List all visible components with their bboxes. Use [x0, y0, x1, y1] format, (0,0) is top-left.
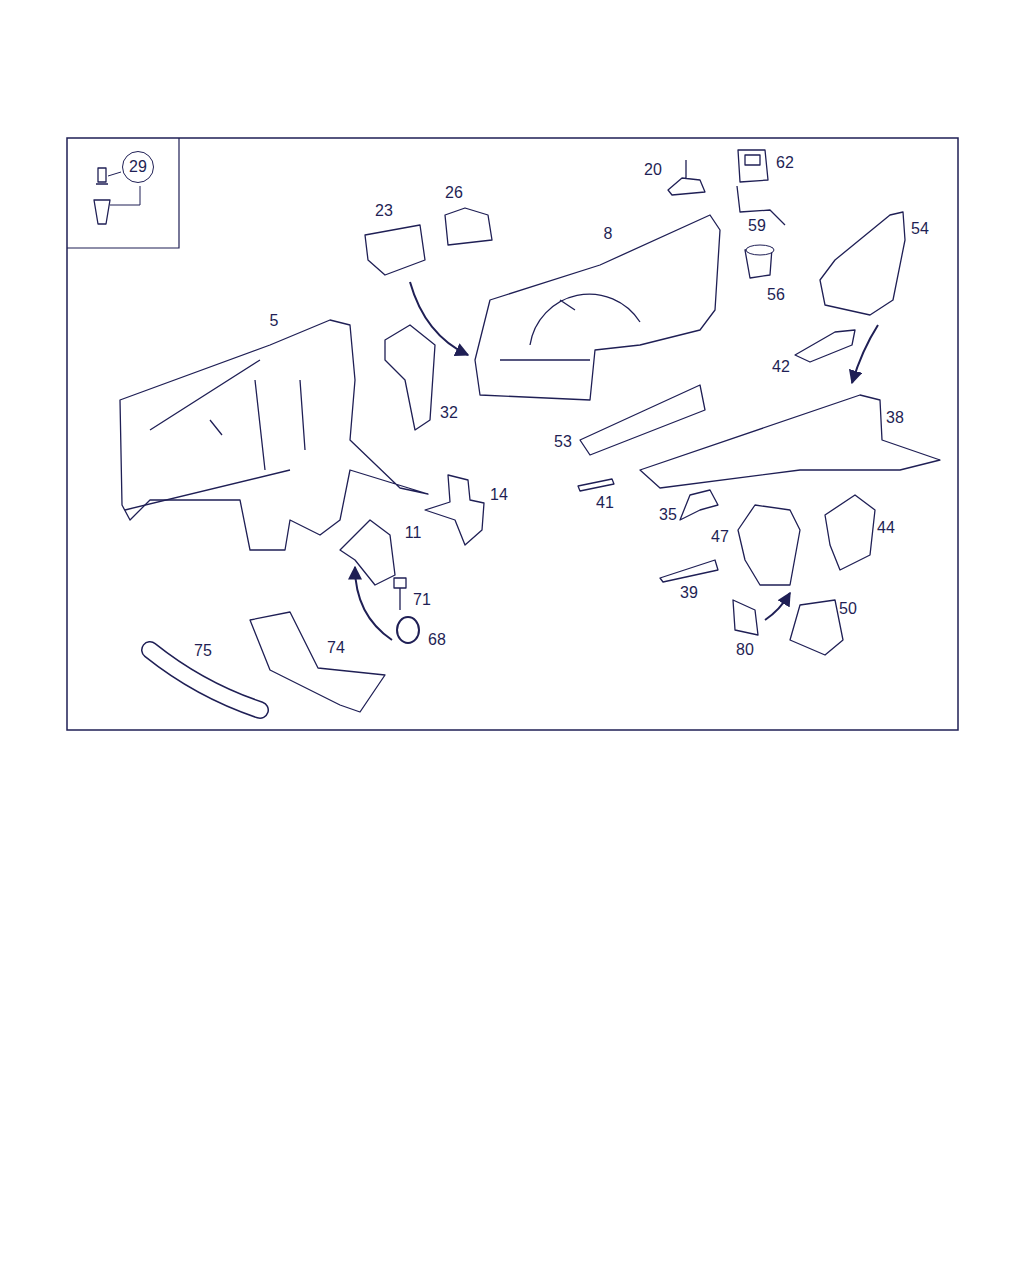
callout-number: 11 — [405, 524, 422, 542]
callout-number: 74 — [327, 639, 345, 657]
part-39 — [660, 560, 718, 582]
callout-number: 14 — [490, 486, 508, 504]
front-structure-detail — [125, 360, 305, 510]
part-53 — [580, 385, 705, 455]
part-71 — [394, 578, 406, 610]
part-62 — [738, 150, 768, 182]
part-50 — [790, 600, 843, 655]
callout-number: 32 — [440, 404, 458, 422]
callout-number: 35 — [659, 506, 677, 524]
callout-number: 38 — [886, 409, 904, 427]
callout-number: 53 — [554, 433, 572, 451]
assembly-arrow — [852, 325, 878, 383]
wheelhouse-detail — [500, 294, 640, 360]
assembly-arrow — [410, 282, 468, 355]
callout-number: 62 — [776, 154, 794, 172]
callout-number: 75 — [194, 642, 212, 660]
callout-number: 54 — [911, 220, 929, 238]
callout-number: 8 — [604, 225, 613, 243]
assembly-arrow — [355, 567, 392, 640]
part-41 — [578, 479, 614, 491]
part-74 — [250, 612, 385, 712]
assembly-arrow — [765, 593, 790, 620]
callout-number: 47 — [711, 528, 729, 546]
callout-number: 56 — [767, 286, 785, 304]
part-26 — [445, 208, 492, 245]
wheelhouse-panel — [475, 215, 720, 400]
part-44 — [825, 495, 875, 570]
callout-circle: 29 — [122, 151, 154, 183]
part-35 — [680, 490, 718, 520]
part-23 — [365, 225, 425, 275]
part-54 — [820, 212, 905, 315]
inset-frame — [67, 138, 179, 248]
callout-number: 68 — [428, 631, 446, 649]
part-14 — [425, 475, 484, 545]
callout-number: 80 — [736, 641, 754, 659]
part-47 — [738, 505, 800, 585]
callout-number: 39 — [680, 584, 698, 602]
callout-number: 44 — [877, 519, 895, 537]
part-56-top — [746, 245, 774, 255]
fastener-29 — [94, 168, 110, 224]
callout-number: 26 — [445, 184, 463, 202]
frame — [67, 138, 958, 730]
callout-number: 5 — [270, 312, 279, 330]
part-80 — [733, 600, 758, 635]
part-42 — [795, 330, 855, 362]
part-20 — [668, 160, 705, 195]
front-structure — [120, 320, 428, 550]
callout-number: 50 — [839, 600, 857, 618]
callout-number: 71 — [413, 591, 431, 609]
callout-number: 59 — [748, 217, 766, 235]
callout-number: 41 — [596, 494, 614, 512]
callout-number: 23 — [375, 202, 393, 220]
part-68 — [397, 617, 419, 643]
part-11 — [340, 520, 395, 585]
part-32 — [385, 325, 435, 430]
callout-number: 42 — [772, 358, 790, 376]
callout-number: 29 — [129, 158, 147, 176]
callout-number: 20 — [644, 161, 662, 179]
